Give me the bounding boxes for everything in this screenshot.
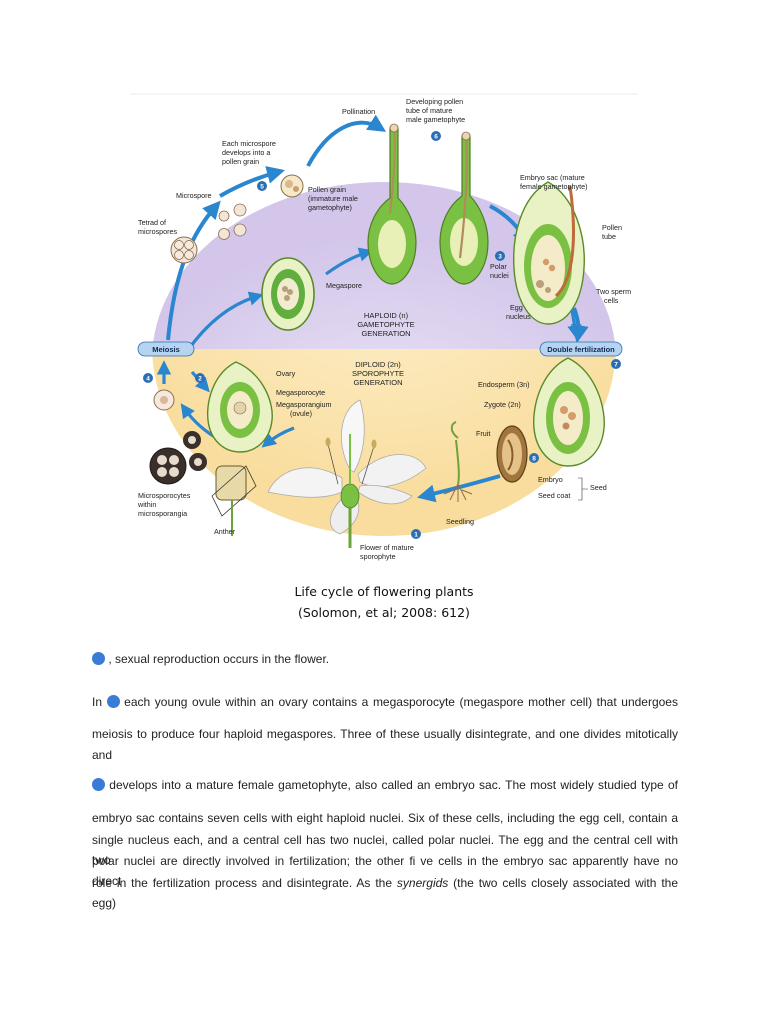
- label-polar-nuclei-1: Polar: [490, 262, 507, 271]
- step-8: 8: [532, 456, 536, 463]
- label-seed-coat: Seed coat: [538, 491, 570, 500]
- label-seedling: Seedling: [446, 517, 474, 526]
- label-diploid-2: SPOROPHYTE: [352, 369, 404, 378]
- paragraph-1-text: , sexual reproduction occurs in the flow…: [108, 652, 330, 666]
- label-ovary: Ovary: [276, 369, 296, 378]
- label-megasporangium-2: (ovule): [290, 409, 312, 418]
- label-embryo-sac-2: female gametophyte): [520, 182, 588, 191]
- paragraph-4: develops into a mature female gametophyt…: [92, 775, 678, 795]
- label-developing-tube-1: Developing pollen: [406, 97, 463, 106]
- paragraph-5-line-4-prefix: role in the fertilization process and di…: [92, 876, 397, 890]
- label-microspore: Microspore: [176, 191, 212, 200]
- label-anther: Anther: [214, 527, 236, 536]
- bullet-icon: [92, 778, 105, 791]
- label-tetrad-2: microspores: [138, 227, 178, 236]
- label-zygote: Zygote (2n): [484, 400, 521, 409]
- synergids-term: synergids: [396, 876, 449, 890]
- paragraph-2-text: each young ovule within an ovary contain…: [124, 695, 678, 709]
- paragraph-4-text: develops into a mature female gametophyt…: [109, 778, 678, 792]
- label-each-microspore-1: Each microspore: [222, 139, 276, 148]
- paragraph-2-prefix: In: [92, 695, 103, 709]
- step-4: 4: [146, 376, 150, 383]
- label-pollination: Pollination: [342, 107, 375, 116]
- paragraph-2: In each young ovule within an ovary cont…: [92, 692, 678, 712]
- step-1: 1: [414, 532, 418, 539]
- double-fertilization-pill: Double fertilization: [539, 341, 623, 357]
- figure-caption-source: (Solomon, et al; 2008: 612): [298, 605, 470, 620]
- label-polar-nuclei-2: nuclei: [490, 271, 509, 280]
- step-7: 7: [614, 362, 618, 369]
- flower-illustration: [267, 399, 427, 548]
- step-3: 3: [498, 254, 502, 261]
- label-microsporocytes-2: within: [137, 500, 156, 509]
- label-developing-tube-2: tube of mature: [406, 106, 452, 115]
- label-tetrad-1: Tetrad of: [138, 218, 166, 227]
- label-megaspore: Megaspore: [326, 281, 362, 290]
- bullet-icon: [92, 652, 105, 665]
- label-diploid-1: DIPLOID (2n): [355, 360, 401, 369]
- label-each-microspore-3: pollen grain: [222, 157, 259, 166]
- label-pollen-grain-2: (immature male: [308, 194, 358, 203]
- label-each-microspore-2: develops into a: [222, 148, 270, 157]
- paragraph-5-line-4-suffix: (the two cells closely associated with t…: [92, 876, 678, 910]
- label-flower-2: sporophyte: [360, 552, 396, 561]
- label-flower-1: Flower of mature: [360, 543, 414, 552]
- step-badges: 1 2 3 4 5 6 7 8: [143, 131, 621, 539]
- paragraph-3-line-1: meiosis to produce four haploid megaspor…: [92, 727, 678, 741]
- bullet-icon: [106, 695, 120, 708]
- paragraph-3-line-2: and: [92, 748, 113, 762]
- label-fruit: Fruit: [476, 429, 490, 438]
- label-seed: Seed: [590, 483, 607, 492]
- figure-caption-title: Life cycle of flowering plants: [294, 584, 474, 599]
- label-microsporocytes-3: microsporangia: [138, 509, 187, 518]
- paragraph-5-line-3: polar nuclei are directly involved in fe…: [92, 854, 678, 888]
- label-endosperm: Endosperm (3n): [478, 380, 530, 389]
- meiosis-pill: Meiosis: [137, 341, 195, 357]
- paragraph-5-line-2: single nucleus each, and a central cell …: [92, 833, 678, 867]
- label-two-sperm-2: cells: [604, 296, 619, 305]
- label-megasporocyte: Megasporocyte: [276, 388, 325, 397]
- step-5: 5: [260, 184, 264, 191]
- double-fertilization-label: Double fertilization: [547, 345, 615, 354]
- label-developing-tube-3: male gametophyte: [406, 115, 465, 124]
- label-haploid-1: HAPLOID (n): [364, 311, 409, 320]
- label-pollen-grain-3: gametophyte): [308, 203, 352, 212]
- paragraph-5-line-4: role in the fertilization process and di…: [92, 873, 678, 913]
- meiosis-label: Meiosis: [152, 345, 180, 354]
- label-haploid-3: GENERATION: [361, 329, 410, 338]
- label-pollen-tube-2: tube: [602, 232, 616, 241]
- life-cycle-diagram: Meiosis Double fertilization 1 2 3 4 5 6…: [128, 88, 640, 566]
- diagram-labels: Pollination Developing pollen tube of ma…: [137, 97, 631, 561]
- step-6: 6: [434, 134, 438, 141]
- label-egg-nucleus-2: nucleus: [506, 312, 531, 321]
- label-egg-nucleus-1: Egg: [510, 303, 523, 312]
- label-embryo-sac-1: Embryo sac (mature: [520, 173, 585, 182]
- paragraph-5-line-1: embryo sac contains seven cells with eig…: [92, 811, 678, 825]
- step-2: 2: [198, 376, 202, 383]
- paragraph-1: , sexual reproduction occurs in the flow…: [92, 649, 678, 669]
- label-two-sperm-1: Two sperm: [596, 287, 631, 296]
- label-megasporangium-1: Megasporangium: [276, 400, 332, 409]
- label-embryo: Embryo: [538, 475, 563, 484]
- label-microsporocytes-1: Microsporocytes: [138, 491, 191, 500]
- label-pollen-tube-1: Pollen: [602, 223, 622, 232]
- label-haploid-2: GAMETOPHYTE: [357, 320, 414, 329]
- label-diploid-3: GENERATION: [353, 378, 402, 387]
- label-pollen-grain-1: Pollen grain: [308, 185, 346, 194]
